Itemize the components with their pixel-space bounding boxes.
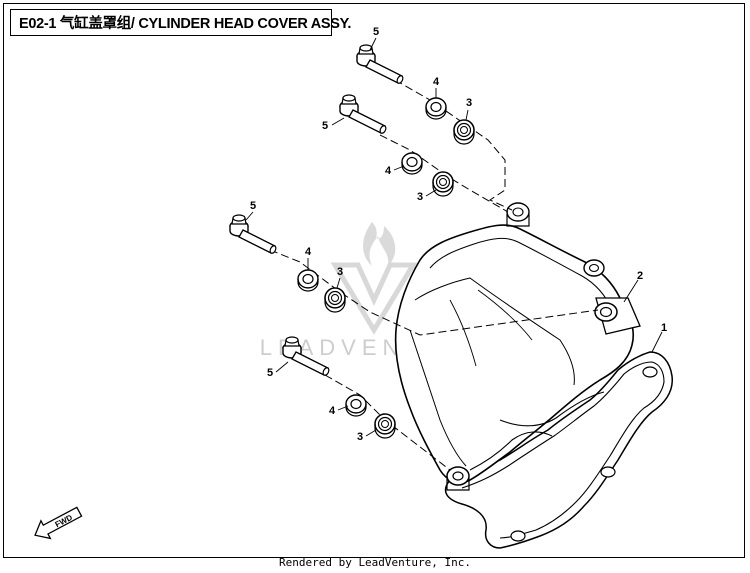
callout-washer-row1: 4 (433, 76, 440, 88)
callout-washer-row4: 4 (329, 405, 336, 417)
callout-bolt-row3: 5 (250, 200, 256, 212)
callout-grommet-row2: 3 (417, 191, 423, 203)
boss-bottom-left (446, 466, 470, 491)
grommet-row1 (453, 119, 475, 145)
bolt-row2 (339, 94, 388, 135)
callout-part1: 1 (661, 322, 667, 334)
callout-grommet-row1: 3 (466, 97, 472, 109)
bolt-row1 (356, 44, 405, 85)
washer-row3 (297, 269, 319, 292)
fwd-arrow-icon: FWD (34, 506, 83, 540)
grommet-row4 (374, 413, 396, 439)
cover-top-edge (429, 237, 613, 311)
parts-diagram: LEADVENTURE (34, 26, 673, 549)
gasket-hole (510, 530, 526, 542)
v-logo-icon (330, 262, 418, 335)
cover-side-edge (409, 329, 467, 467)
gasket-hole (600, 466, 616, 478)
callout-bolt-row2: 5 (322, 120, 328, 132)
cover-rib (449, 299, 477, 367)
callout-washer-row3: 4 (305, 246, 312, 258)
callout-bolt-row1: 5 (373, 26, 379, 38)
cover-ridge (414, 277, 575, 386)
washer-row4 (345, 394, 367, 417)
page-title: E02-1 气缸盖罩组/ CYLINDER HEAD COVER ASSY. (19, 16, 352, 32)
diagram-frame (3, 3, 745, 558)
title-box: E02-1 气缸盖罩组/ CYLINDER HEAD COVER ASSY. (10, 9, 351, 36)
footer-credit: Rendered by LeadVenture, Inc. (278, 556, 472, 569)
callout-grommet-row4: 3 (357, 431, 363, 443)
callout-part2: 2 (637, 270, 643, 282)
cover-lower-lip (499, 391, 605, 427)
leader-lines (245, 37, 663, 437)
cylinder-head-cover (394, 224, 635, 484)
gasket (444, 351, 673, 549)
boss-part2 (594, 297, 641, 335)
cover-lower-lip (469, 431, 553, 471)
grommet-row3 (324, 287, 346, 313)
callout-washer-row2: 4 (385, 165, 392, 177)
flame-logo-icon (363, 222, 396, 266)
callout-bolt-row4: 5 (267, 367, 273, 379)
boss-right (583, 259, 605, 277)
callout-grommet-row3: 3 (337, 266, 343, 278)
cover-rib (477, 289, 533, 341)
washer-row1 (425, 97, 447, 120)
bolt-row3 (229, 214, 278, 255)
washer-row2 (401, 152, 423, 175)
grommet-row2 (432, 171, 454, 197)
gasket-inner-edge (461, 361, 665, 539)
gasket-hole (642, 366, 658, 378)
boss-top (506, 202, 530, 227)
